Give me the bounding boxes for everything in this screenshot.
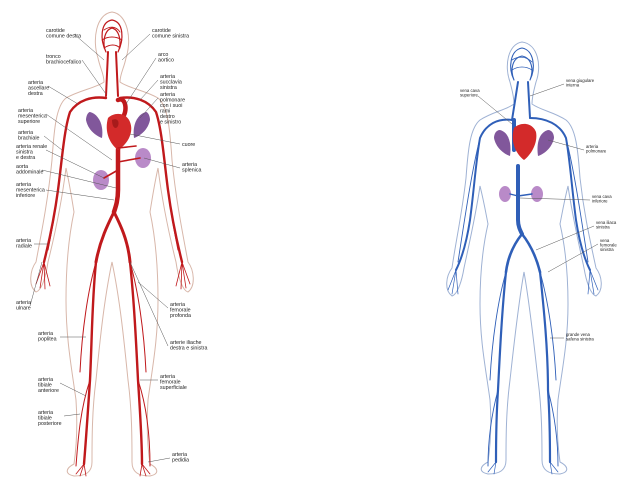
label-pedidia: arteriapedidia [148, 452, 189, 464]
iliac-arteries [96, 212, 130, 262]
label-text: splenica [182, 168, 201, 174]
label-text: aortico [158, 58, 174, 64]
venous-body-outline [447, 42, 602, 474]
label-text: poplitea [38, 337, 57, 343]
leader-line [60, 383, 86, 396]
leader-line [46, 150, 104, 178]
venous-lung-left [494, 130, 511, 156]
label-text: destra [28, 91, 43, 97]
label-text: polmonare [586, 149, 607, 154]
label-text: e destra [16, 155, 35, 161]
label-text: sinistra [600, 247, 614, 252]
label-text: radiale [16, 244, 32, 250]
label-text: superiore [460, 93, 479, 98]
leader-line [130, 134, 180, 144]
leader-line [82, 60, 106, 94]
venous-kidney-left [499, 186, 511, 202]
label-text: inferiore [16, 193, 35, 199]
leader-line [64, 414, 80, 416]
label-text: addominale [16, 170, 43, 176]
label-text: interna [566, 83, 580, 88]
label-ulnare: arteriaulnare [16, 262, 42, 312]
label-text: brachiale [18, 136, 40, 142]
label-text: profonda [170, 313, 191, 319]
label-text: anteriore [38, 388, 59, 394]
label-text: ulnare [16, 306, 31, 312]
label-text: comune destra [46, 34, 81, 40]
label-poplitea: arteriapoplitea [38, 331, 86, 343]
heart [107, 114, 132, 150]
label-text: e sinistro [160, 120, 181, 126]
label-femorale: venafemoralesinistra [548, 238, 617, 272]
label-safena: grande venasafena sinistra [550, 332, 594, 342]
label-succlavia-dx: arteriaascellaredestra [28, 80, 78, 104]
lung-left [86, 112, 102, 138]
venous-lung-right [537, 130, 554, 156]
leader-line [30, 262, 42, 306]
label-radiale: arteriaradiale [16, 238, 48, 250]
label-text: cuore [182, 142, 195, 148]
leader-line [548, 244, 598, 272]
venous-system-figure [447, 42, 602, 474]
label-text: sinistra [596, 225, 610, 230]
cerebral-veins [511, 48, 534, 80]
venous-heart [513, 124, 537, 160]
leader-line [478, 96, 512, 124]
leader-line [520, 198, 590, 200]
label-text: superiore [18, 119, 40, 125]
label-text: posteriore [38, 421, 62, 427]
leader-line [126, 58, 156, 104]
label-text: pedidia [172, 458, 189, 464]
label-text: safena sinistra [566, 337, 594, 342]
label-text: comune sinistra [152, 34, 189, 40]
label-text: sinistra [160, 85, 177, 91]
label-text: destra e sinistra [170, 346, 207, 352]
label-text: superficiale [160, 385, 187, 391]
kidney-left [93, 170, 109, 190]
venous-kidney-right [531, 186, 543, 202]
leader-line [122, 34, 150, 60]
cerebral-arteries [102, 20, 122, 52]
leader-line [138, 282, 168, 308]
leader-line [148, 458, 170, 462]
label-text: brachiocefalico [46, 60, 81, 66]
label-text: inferiore [592, 199, 608, 204]
